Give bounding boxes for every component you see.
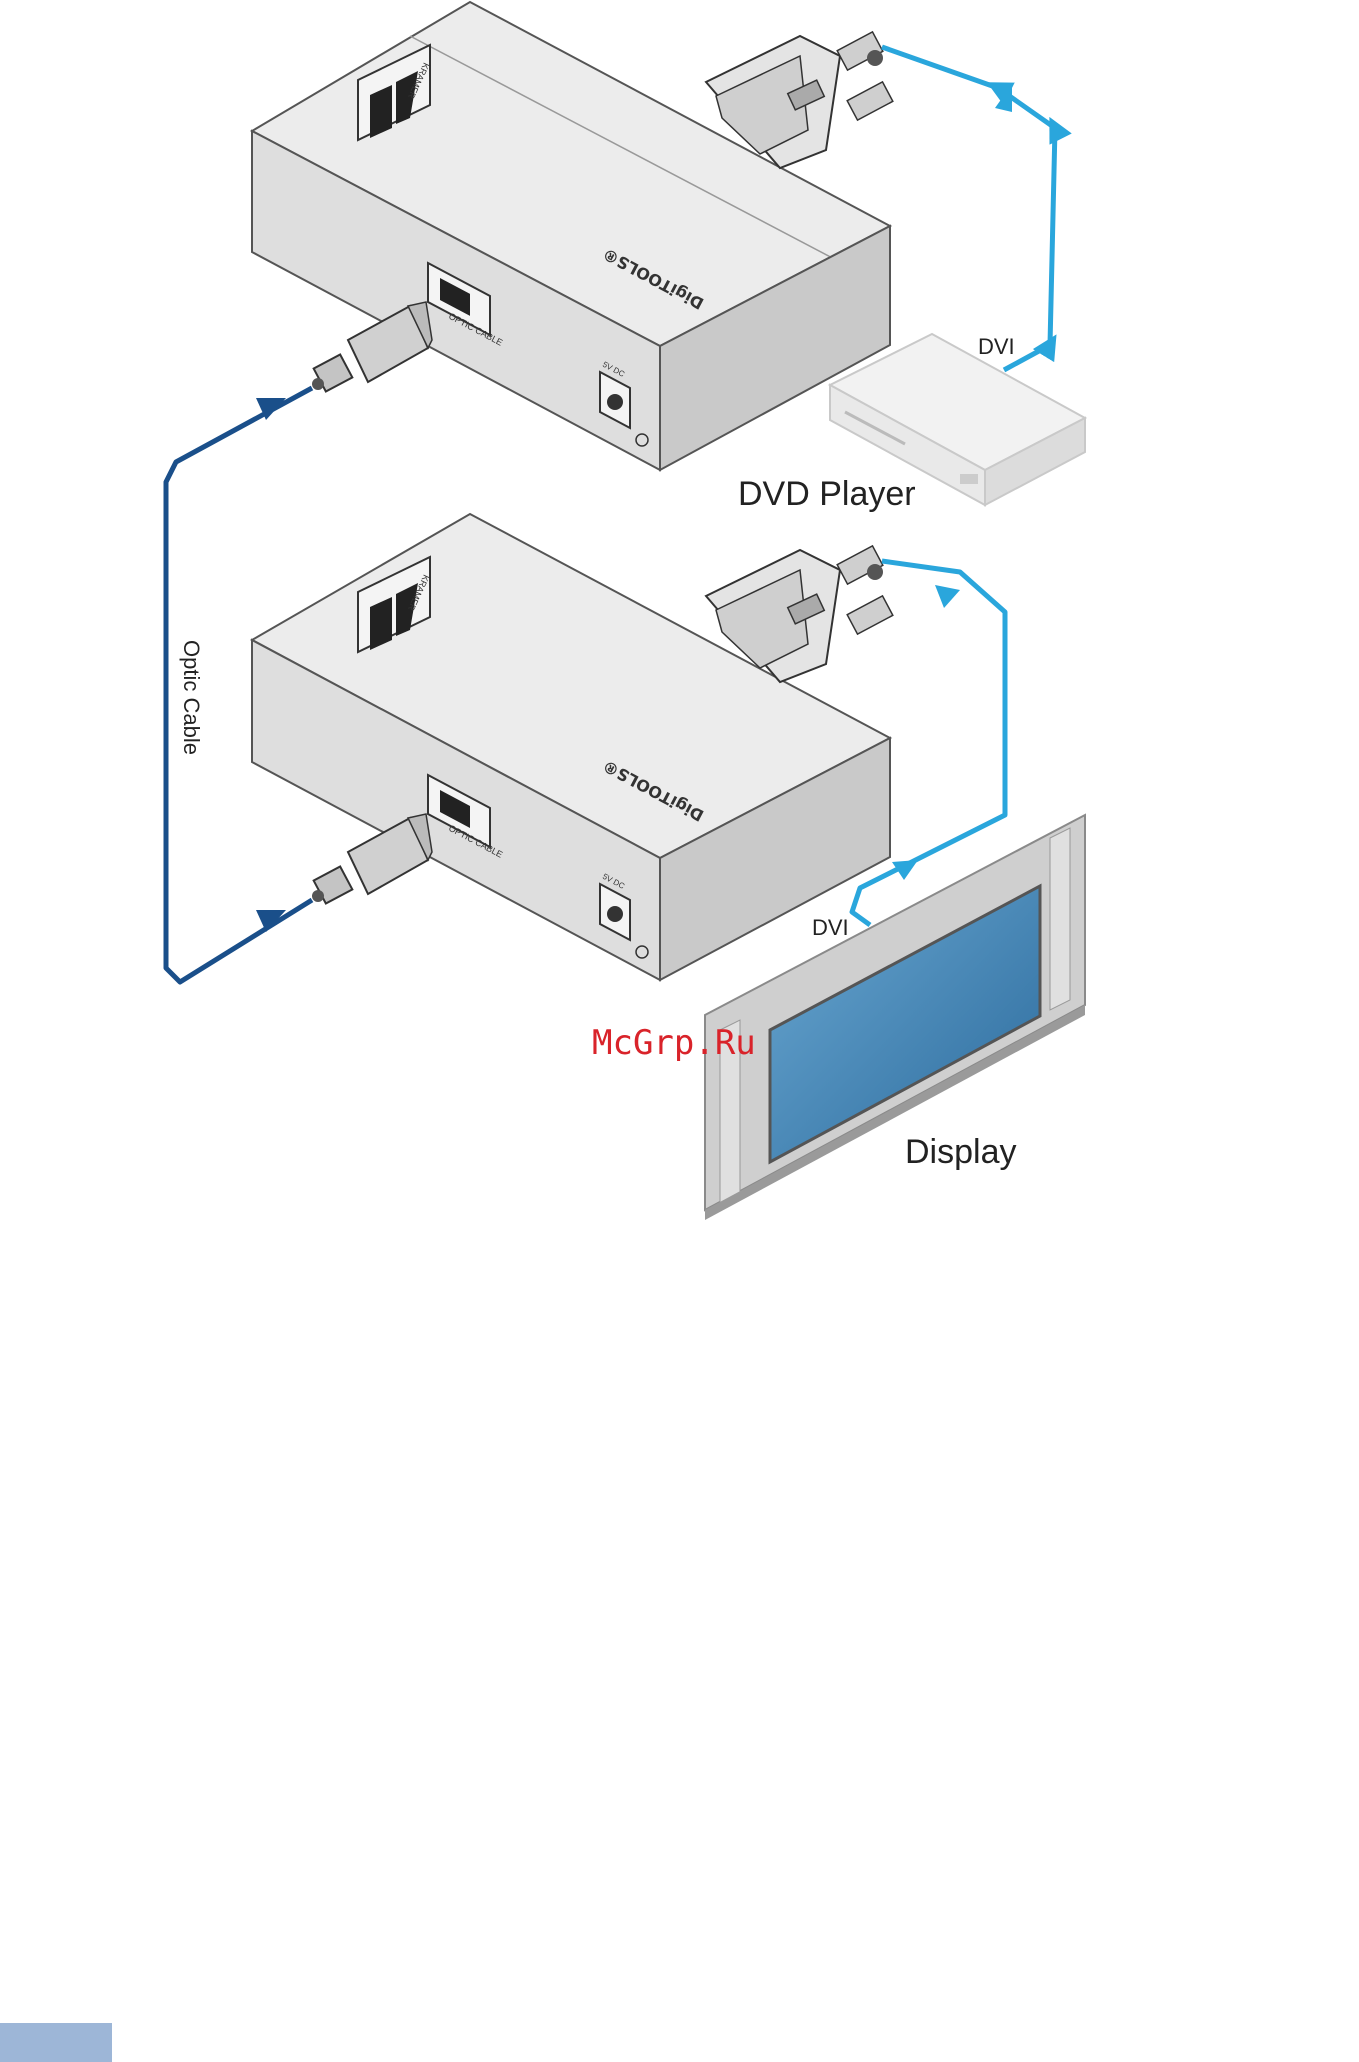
page-corner-tab — [0, 2023, 112, 2062]
display-label: Display — [905, 1133, 1016, 1171]
dvd-player-label: DVD Player — [738, 475, 916, 513]
dvi-cable-top — [882, 47, 1055, 370]
dvi-bottom-label: DVI — [812, 915, 849, 940]
optic-plug-bottom — [312, 814, 432, 904]
dvi-top-label: DVI — [978, 334, 1015, 359]
optic-cable-label: Optic Cable — [179, 640, 204, 755]
dvi-bottom-arrow-1 — [935, 585, 960, 608]
watermark: McGrp.Ru — [592, 1023, 756, 1063]
